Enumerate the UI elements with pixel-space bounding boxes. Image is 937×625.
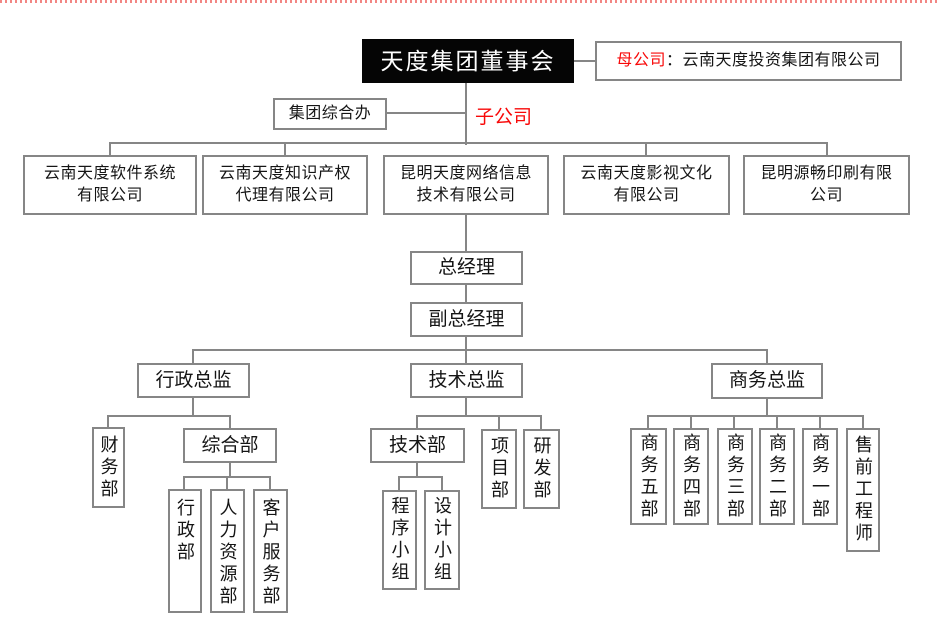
org-node-deputy-general-manager: 副总经理 [410, 302, 523, 337]
org-node-business-dept-1: 商务一部 [802, 428, 838, 525]
org-node-design-team: 设计小组 [424, 490, 460, 590]
org-node-tech-director: 技术总监 [410, 363, 523, 398]
connector-line [690, 416, 692, 429]
presales-engineer-label: 售前工程师 [853, 435, 873, 545]
business-dept-1-label: 商务一部 [810, 432, 830, 521]
connector-line [398, 477, 400, 491]
connector-line [441, 477, 443, 491]
connector-line [226, 477, 228, 490]
customer-service-dept-label: 客户服务部 [260, 498, 281, 608]
connector-line [465, 337, 467, 351]
org-node-admin-director: 行政总监 [137, 363, 250, 398]
org-node-human-resources-dept: 人力资源部 [210, 489, 245, 613]
connector-line [645, 143, 647, 156]
org-node-general-office-dept: 综合部 [183, 428, 277, 463]
connector-line [465, 215, 467, 252]
business-dept-5-label: 商务五部 [638, 432, 659, 521]
org-node-board: 天度集团董事会 [362, 39, 574, 83]
connector-line [192, 350, 194, 364]
project-dept-label: 项目部 [489, 436, 509, 502]
org-node-subsidiary-software: 云南天度软件系统 有限公司 [23, 155, 197, 215]
connector-line [647, 415, 864, 417]
org-node-finance-dept: 财务部 [92, 427, 125, 508]
connector-line [766, 350, 768, 364]
connector-line [107, 415, 231, 417]
org-node-technology-dept: 技术部 [370, 428, 465, 463]
connector-line [107, 416, 109, 428]
connector-line [498, 416, 500, 430]
connector-line [416, 415, 542, 417]
org-node-subsidiary-film-culture: 云南天度影视文化 有限公司 [563, 155, 730, 215]
finance-dept-label: 财务部 [98, 434, 119, 501]
org-node-business-dept-2: 商务二部 [759, 428, 795, 525]
org-node-parent-company: 母公司：云南天度投资集团有限公司 [595, 41, 902, 81]
connector-line [766, 399, 768, 417]
org-node-business-dept-4: 商务四部 [673, 428, 709, 525]
connector-line [284, 143, 286, 156]
program-team-label: 程序小组 [389, 496, 410, 584]
org-node-rnd-dept: 研发部 [523, 429, 560, 509]
connector-line [733, 416, 735, 429]
connector-line [398, 476, 443, 478]
design-team-label: 设计小组 [432, 496, 452, 584]
connector-line [826, 143, 828, 156]
connector-line [416, 463, 418, 478]
org-node-subsidiary-ip-agency: 云南天度知识产权 代理有限公司 [202, 155, 368, 215]
org-node-group-office: 集团综合办 [273, 98, 387, 130]
connector-line [465, 285, 467, 303]
connector-line [776, 416, 778, 429]
connector-line [465, 83, 467, 145]
connector-line [269, 477, 271, 490]
connector-line [862, 416, 864, 429]
business-dept-4-label: 商务四部 [681, 432, 701, 521]
connector-line [192, 349, 768, 351]
connector-line [647, 416, 649, 429]
org-node-program-team: 程序小组 [382, 490, 417, 590]
org-node-administration-dept: 行政部 [168, 489, 202, 613]
connector-line [183, 477, 185, 490]
connector-line [819, 416, 821, 429]
human-resources-dept-label: 人力资源部 [217, 498, 238, 608]
connector-line [416, 416, 418, 429]
parent-company-name: ：云南天度投资集团有限公司 [666, 52, 881, 69]
subsidiary-tag-label: 子公司 [475, 107, 533, 128]
business-dept-3-label: 商务三部 [725, 432, 745, 521]
org-node-presales-engineer: 售前工程师 [846, 428, 880, 552]
org-node-business-dept-3: 商务三部 [717, 428, 753, 525]
section-divider-dotted-line [0, 0, 937, 3]
connector-line [540, 416, 542, 430]
connector-line [109, 142, 828, 144]
parent-company-prefix: 母公司 [616, 52, 666, 69]
org-node-general-manager: 总经理 [410, 251, 523, 285]
org-node-customer-service-dept: 客户服务部 [253, 489, 288, 613]
business-dept-2-label: 商务二部 [767, 432, 787, 521]
rnd-dept-label: 研发部 [531, 436, 552, 502]
connector-line [192, 398, 194, 417]
connector-line [387, 112, 466, 114]
connector-line [574, 60, 595, 62]
org-node-subsidiary-printing: 昆明源畅印刷有限 公司 [743, 155, 910, 215]
org-node-business-director: 商务总监 [711, 363, 823, 399]
connector-line [465, 350, 467, 364]
connector-line [229, 463, 231, 478]
org-node-business-dept-5: 商务五部 [630, 428, 667, 525]
connector-line [465, 398, 467, 417]
org-node-subsidiary-network-info: 昆明天度网络信息 技术有限公司 [383, 155, 549, 215]
org-node-project-dept: 项目部 [481, 429, 517, 509]
administration-dept-label: 行政部 [175, 498, 195, 564]
connector-line [109, 143, 111, 156]
connector-line [229, 416, 231, 429]
